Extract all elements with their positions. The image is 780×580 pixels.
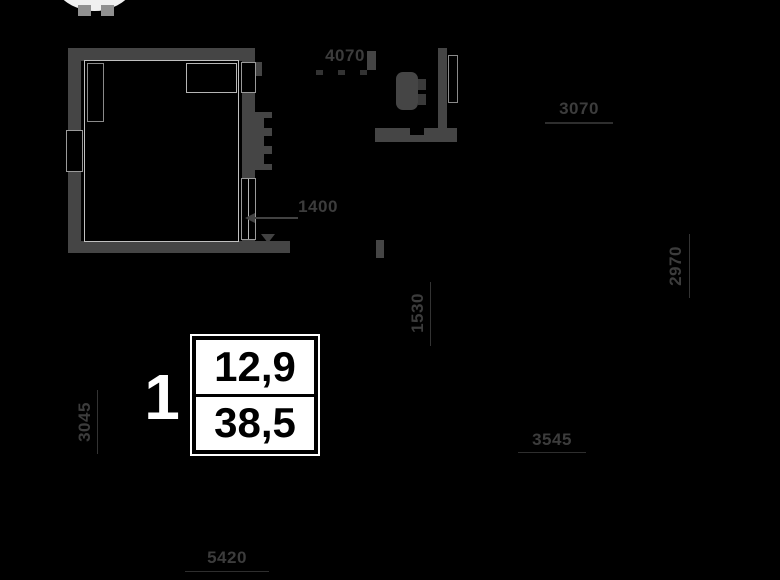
- logo-arc-icon: [46, 0, 143, 11]
- area-box-divider: [196, 393, 314, 397]
- dimension-entry-label: 1400: [298, 197, 338, 216]
- fixture-mark: [418, 79, 426, 90]
- wall-gap: [410, 128, 424, 135]
- dimension-line: [97, 390, 98, 454]
- wall-nub: [255, 62, 262, 76]
- window-sill-detail: [186, 63, 237, 93]
- dimension-line: [185, 571, 269, 572]
- room-door-leaf: [87, 63, 104, 122]
- dimension-line: [545, 122, 613, 124]
- dimension-line: [254, 217, 298, 219]
- dimension-left-vertical-label: 3045: [75, 402, 94, 442]
- total-area-value: 38,5: [214, 399, 296, 447]
- apartment-number: 1: [144, 361, 180, 433]
- arrow-left-icon: [245, 213, 255, 223]
- dimension-top-right-label: 3070: [559, 99, 599, 118]
- room-wall-bottom: [68, 241, 290, 253]
- bath-wall-stub-top: [367, 51, 376, 70]
- dimension-line: [430, 282, 431, 346]
- radiator-notch: [264, 154, 273, 164]
- kitchen-area-value: 12,9: [214, 342, 296, 390]
- window-pane-line: [248, 179, 249, 239]
- dimension-tick: [360, 70, 367, 75]
- logo-tab-icon: [101, 5, 114, 16]
- bath-wall-horizontal: [375, 128, 457, 142]
- dimension-right-vertical-label: 2970: [666, 246, 685, 286]
- dimension-top-label: 4070: [325, 46, 365, 65]
- right-window: [241, 178, 256, 240]
- bath-wall-stub-bottom: [376, 240, 384, 258]
- radiator-notch: [264, 136, 273, 146]
- area-label-box: 12,9 38,5: [190, 334, 320, 456]
- dimension-line: [689, 234, 690, 298]
- dimension-lower-mid-label: 3545: [532, 430, 572, 449]
- bath-door-leaf: [448, 55, 458, 103]
- fixture-mark: [418, 94, 426, 105]
- dimension-tick: [316, 70, 323, 75]
- room-interior-outline: [84, 60, 239, 242]
- dimension-bottom-label: 5420: [207, 548, 247, 567]
- dimension-line: [518, 452, 586, 453]
- radiator-notch: [264, 118, 273, 128]
- toilet-fixture: [396, 72, 418, 110]
- balcony-door-opening: [241, 62, 256, 93]
- room-wall-top: [68, 48, 255, 61]
- radiator: [250, 112, 273, 170]
- dimension-mid-vertical-label: 1530: [408, 293, 427, 333]
- bath-wall-vertical: [438, 48, 447, 140]
- logo-tab-icon: [78, 5, 91, 16]
- left-window: [66, 130, 83, 172]
- dimension-tick: [338, 70, 345, 75]
- arrow-down-icon: [261, 234, 275, 243]
